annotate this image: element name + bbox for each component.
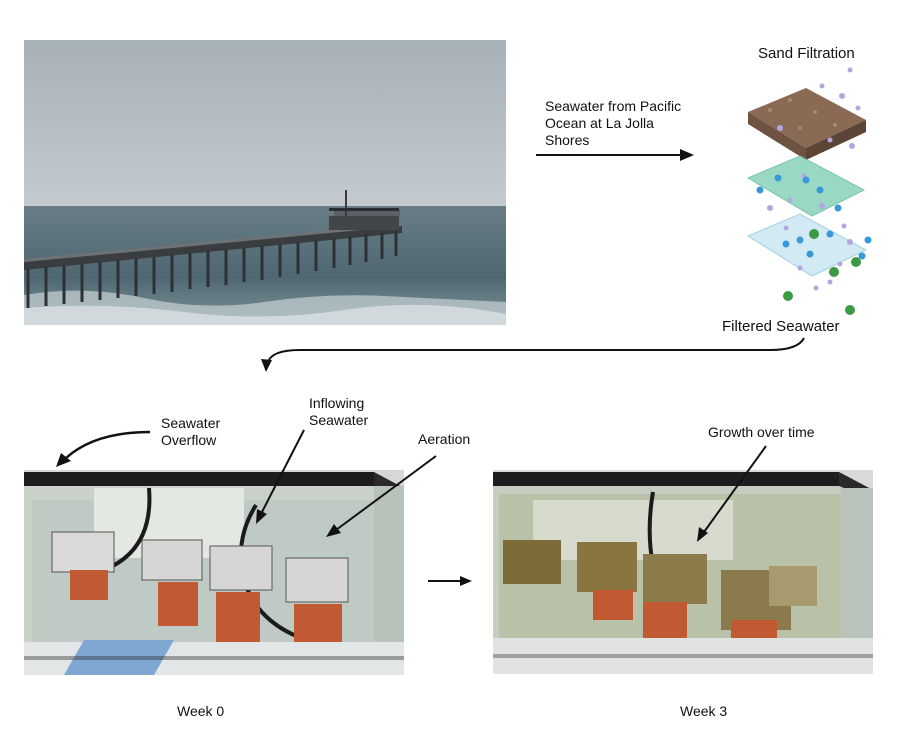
inflowing-seawater-label: Inflowing Seawater [309, 395, 369, 428]
week3-tank-photo [493, 470, 873, 674]
growth-over-time-label: Growth over time [708, 424, 815, 440]
filtered-seawater-label: Filtered Seawater [722, 318, 840, 335]
aeration-label: Aeration [418, 431, 471, 447]
week0-label: Week 0 [177, 703, 225, 719]
bricks [70, 570, 342, 648]
pier-pilings [26, 231, 398, 308]
teal-filter-layer [746, 155, 866, 217]
green-particles [783, 229, 861, 315]
purple-particles [767, 67, 861, 291]
oyster-bags [51, 531, 349, 603]
light-filter-layer [746, 213, 868, 277]
week0-tank-photo [24, 470, 404, 675]
seawater-overflow-label: Seawater Overflow [161, 415, 221, 448]
blue-particles [756, 174, 872, 260]
week3-label: Week 3 [680, 703, 728, 719]
pier-photo [24, 40, 506, 325]
seawater-source-label: Seawater from Pacific Ocean at La Jolla … [545, 98, 682, 148]
sand-filtration-label: Sand Filtration [758, 45, 855, 62]
sand-layer [748, 88, 866, 160]
